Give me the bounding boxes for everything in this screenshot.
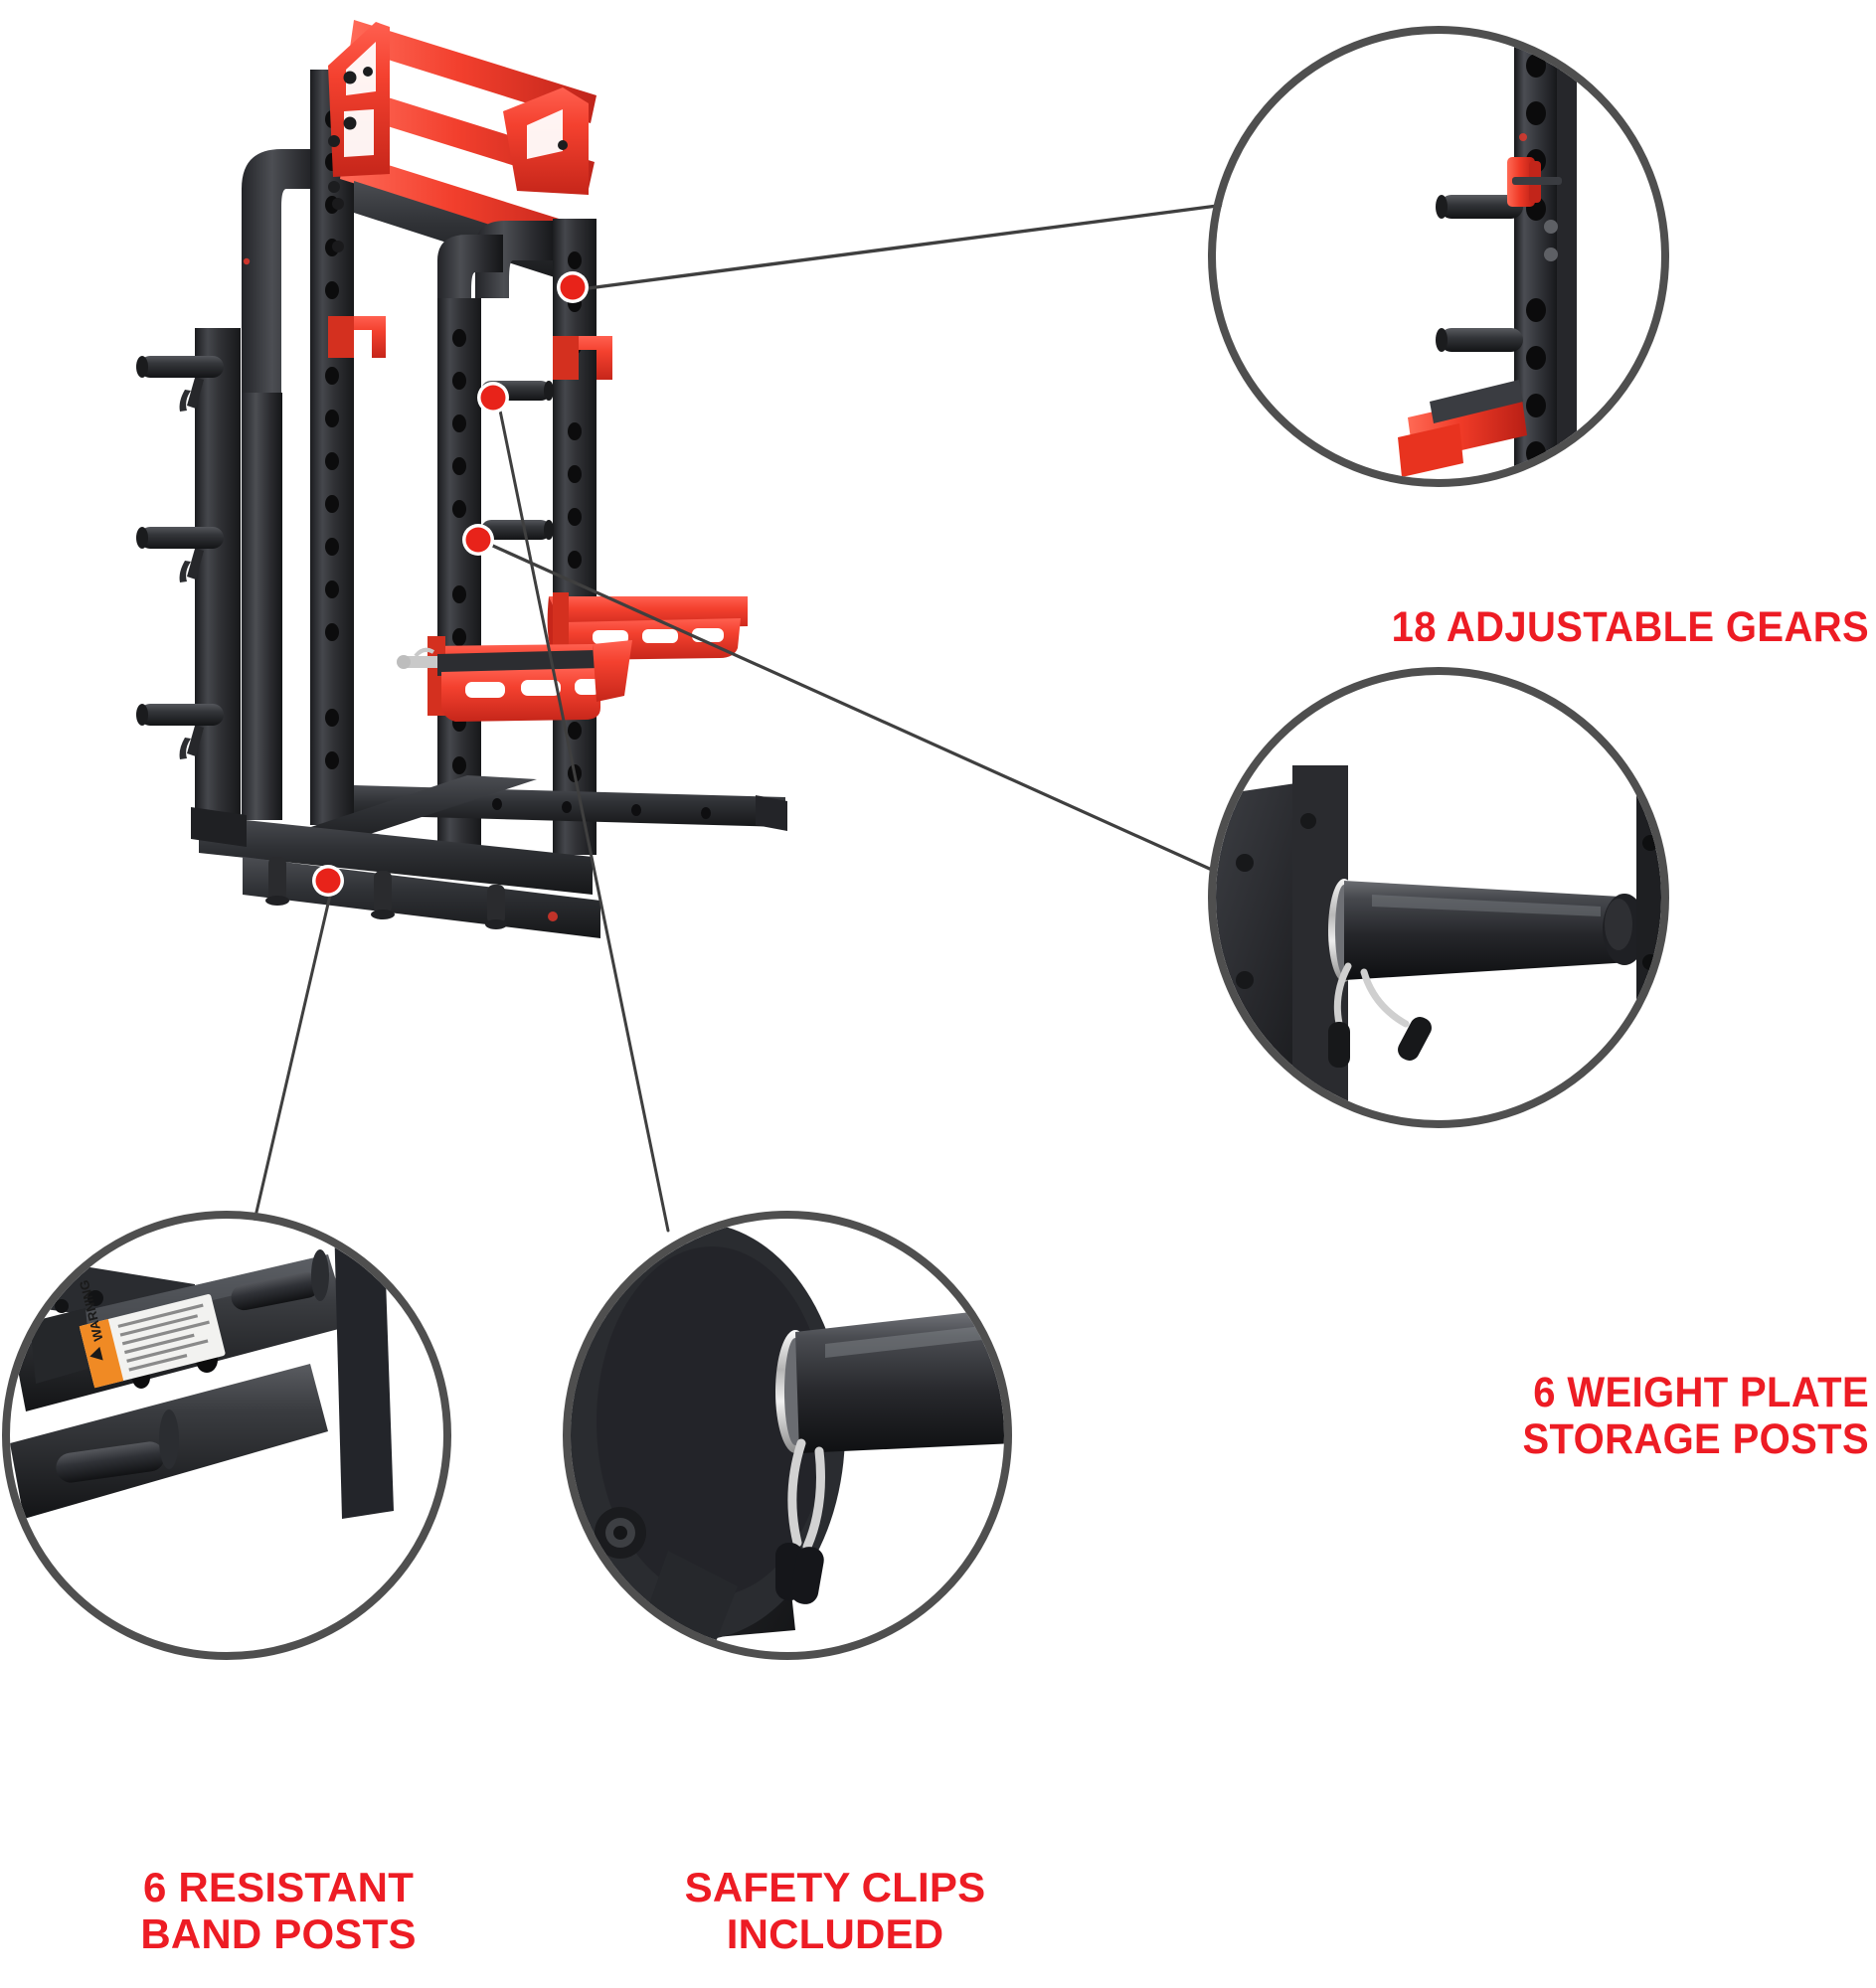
spotter-arm-rear: [547, 592, 748, 662]
caption-adjustable-gears: 18 ADJUSTABLE GEARS: [1391, 603, 1869, 651]
marker-dot-clips: [477, 382, 509, 414]
left-upright: [195, 328, 241, 825]
band-post: [485, 885, 507, 929]
upright-hole-column: [452, 329, 466, 774]
callout-ring-2: [1208, 667, 1669, 1128]
callout-storage-post-lower: [1436, 328, 1523, 352]
storage-post: [136, 704, 224, 759]
upright-hole-column: [325, 110, 339, 769]
caption-resistant-band-posts: 6 RESISTANT BAND POSTS: [140, 1864, 417, 1958]
marker-dot-bands: [312, 865, 344, 897]
band-post: [265, 857, 289, 906]
storage-post: [136, 356, 224, 412]
rear-center-upright: [310, 70, 354, 825]
caption-safety-clips-included: SAFETY CLIPS INCLUDED: [684, 1864, 986, 1958]
band-post: [56, 1409, 179, 1483]
inner-upright: [437, 235, 503, 855]
storage-post: [136, 527, 224, 582]
callout-4-content: [571, 1219, 1004, 1652]
rear-left-upright: [242, 149, 328, 820]
j-hook: [328, 316, 386, 358]
storage-post: [481, 520, 554, 540]
marker-dot-plates: [462, 524, 494, 556]
safety-clip: [787, 1438, 825, 1552]
red-safety-bracket: [1398, 380, 1527, 477]
caption-weight-plate-storage-posts: 6 WEIGHT PLATE STORAGE POSTS: [1522, 1369, 1869, 1464]
resistant-band-posts: [265, 857, 507, 929]
leader-line-bands: [253, 885, 334, 1223]
callout-ring-3: [2, 1211, 451, 1660]
band-post: [231, 1249, 329, 1311]
callout-2-content: [1216, 675, 1661, 1120]
callout-storage-post-upper: [1436, 195, 1523, 219]
weight-plate-storage-posts-left: [136, 356, 224, 759]
callout-ring-1: [1208, 26, 1669, 487]
leader-line-clips: [497, 404, 670, 1233]
callout-1-content: [1216, 34, 1661, 479]
leader-line-gears: [579, 203, 1227, 291]
j-hook: [553, 336, 612, 380]
pull-up-bar-assembly: [328, 20, 597, 255]
front-right-upright: [475, 219, 597, 855]
marker-dot-gears: [557, 271, 589, 303]
callout-3-content: WARNING: [10, 1219, 443, 1652]
leader-line-plates: [484, 541, 1225, 877]
band-post: [371, 871, 395, 919]
callout-ring-4: [563, 1211, 1012, 1660]
